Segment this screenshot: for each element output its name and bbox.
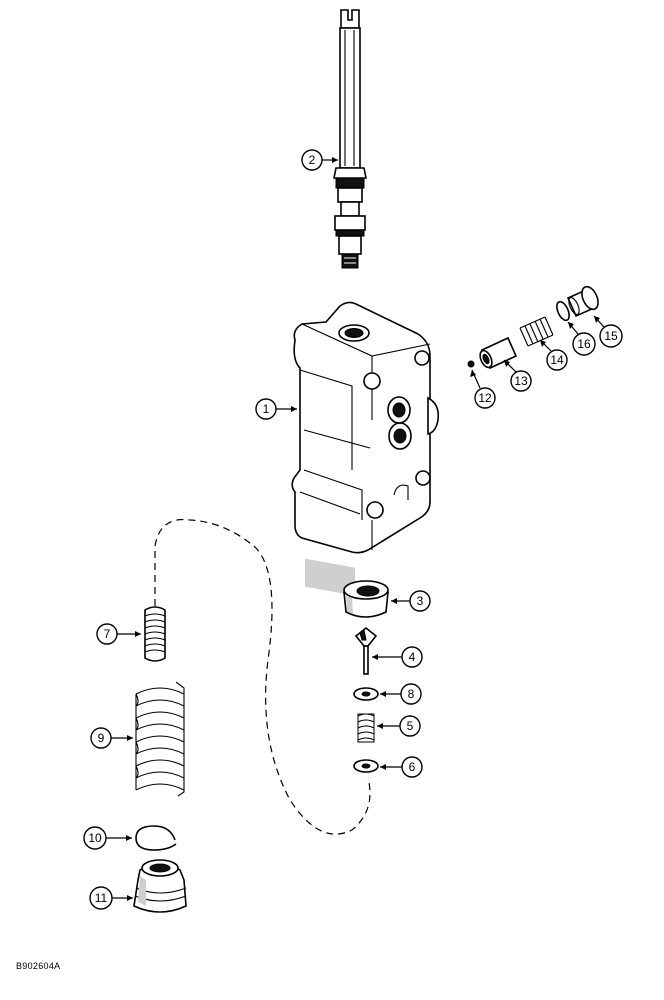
- callout-label: 2: [309, 153, 316, 167]
- outer-spring: [135, 681, 185, 797]
- poppet: [354, 626, 378, 675]
- ball: [467, 360, 475, 368]
- relief-spring: [519, 316, 554, 347]
- callout-label: 12: [478, 391, 492, 405]
- snap-ring: [135, 825, 177, 851]
- callout-15: 15: [593, 315, 623, 348]
- callout-8: 8: [380, 683, 422, 705]
- callout-label: 11: [95, 891, 108, 905]
- callout-10: 10: [83, 826, 132, 850]
- callout-label: 15: [604, 329, 618, 343]
- callout-3: 3: [391, 590, 431, 612]
- cap: [343, 580, 389, 618]
- callout-label: 7: [104, 627, 111, 641]
- callout-label: 3: [417, 594, 424, 608]
- plug: [566, 285, 599, 318]
- callout-label: 14: [550, 353, 564, 367]
- inner-spring: [144, 606, 166, 662]
- o-ring: [556, 300, 570, 322]
- callout-label: 4: [409, 650, 416, 664]
- assembly-dashed-line: [154, 518, 371, 835]
- washer-upper: [353, 687, 379, 701]
- spool-shaft: [333, 9, 367, 269]
- callout-4: 4: [372, 646, 423, 668]
- callout-13: 13: [503, 359, 532, 392]
- callout-label: 9: [98, 731, 105, 745]
- callout-label: 10: [88, 831, 102, 845]
- callout-16: 16: [567, 321, 596, 356]
- washer-lower: [353, 759, 379, 773]
- small-spring: [357, 713, 375, 743]
- callout-5: 5: [377, 715, 421, 737]
- figure-id: B902604A: [16, 961, 61, 971]
- callout-6: 6: [380, 756, 423, 778]
- sleeve: [479, 336, 518, 370]
- callout-11: 11: [89, 886, 133, 910]
- callout-1: 1: [255, 398, 297, 420]
- callout-label: 8: [408, 687, 415, 701]
- callout-label: 5: [407, 719, 414, 733]
- callout-label: 16: [577, 337, 591, 351]
- valve-body: [291, 301, 440, 596]
- callout-label: 1: [263, 402, 270, 416]
- callout-12: 12: [470, 369, 496, 409]
- callout-label: 6: [409, 760, 416, 774]
- callout-7: 7: [96, 623, 141, 645]
- callout-9: 9: [90, 727, 133, 749]
- callout-2: 2: [301, 149, 338, 171]
- retainer: [133, 859, 187, 913]
- callout-label: 13: [514, 374, 528, 388]
- callout-14: 14: [539, 339, 568, 371]
